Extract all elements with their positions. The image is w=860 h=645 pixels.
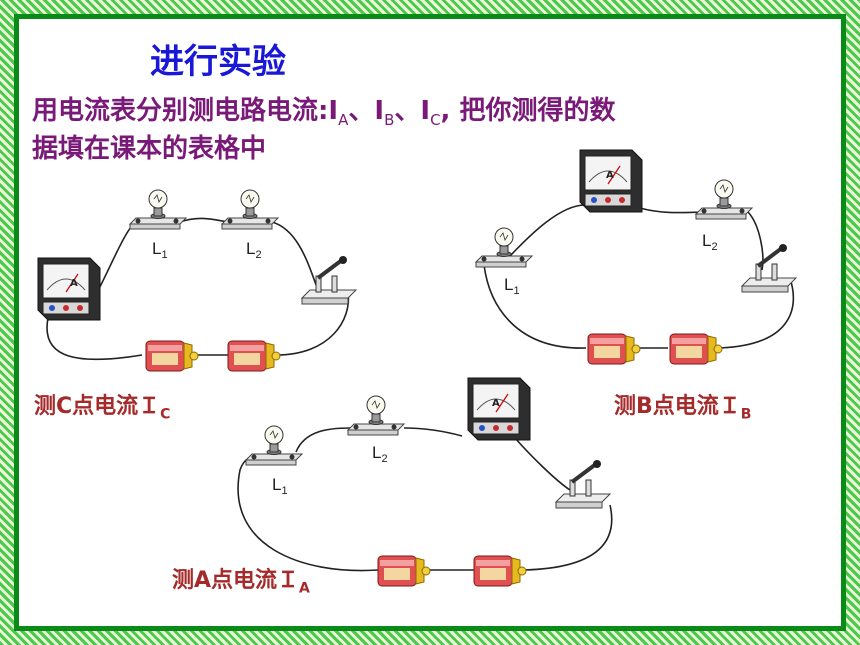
battery-a-1: [377, 555, 431, 587]
caption-measure-b: 测B点电流ＩB: [614, 394, 752, 423]
circuit-c: [37, 189, 358, 372]
slide-title: 进行实验: [150, 42, 286, 82]
lamp-label-l2-b: L2: [702, 231, 718, 253]
switch-a: [554, 458, 612, 510]
switch-b: [740, 242, 798, 294]
lamp-label-l1-c: L1: [152, 239, 168, 261]
lamp-l1-a: [245, 425, 303, 466]
ammeter-letter-a: A: [492, 398, 500, 409]
lamp-label-l1-a: L1: [272, 475, 288, 497]
lamp-l2-b: [695, 179, 753, 220]
battery-c-1: [145, 340, 199, 372]
lamp-l2-a: [347, 395, 405, 436]
circuit-a: [237, 377, 613, 587]
switch-c: [300, 254, 358, 306]
ammeter-c: [37, 257, 101, 321]
lamp-label-l2-c: L2: [246, 239, 262, 261]
ammeter-letter-c: A: [70, 278, 78, 289]
caption-measure-c: 测C点电流ＩC: [34, 394, 171, 423]
lamp-l2-c: [221, 189, 279, 230]
lamp-l1-c: [129, 189, 187, 230]
circuit-b: [475, 149, 798, 365]
lamp-label-l2-a: L2: [372, 443, 388, 465]
battery-b-2: [669, 333, 723, 365]
lamp-label-l1-b: L1: [504, 275, 520, 297]
slide-content: [14, 14, 846, 631]
ammeter-b: [579, 149, 643, 213]
ammeter-letter-b: A: [606, 170, 614, 181]
caption-measure-a: 测A点电流ＩA: [172, 568, 310, 597]
battery-a-2: [473, 555, 527, 587]
lamp-l1-b: [475, 227, 533, 268]
instruction-line-1: 用电流表分别测电路电流:IA、IB、IC, 把你测得的数: [32, 96, 616, 130]
ammeter-a: [467, 377, 531, 441]
battery-b-1: [587, 333, 641, 365]
instruction-line-2: 据填在课本的表格中: [32, 134, 267, 164]
battery-c-2: [227, 340, 281, 372]
